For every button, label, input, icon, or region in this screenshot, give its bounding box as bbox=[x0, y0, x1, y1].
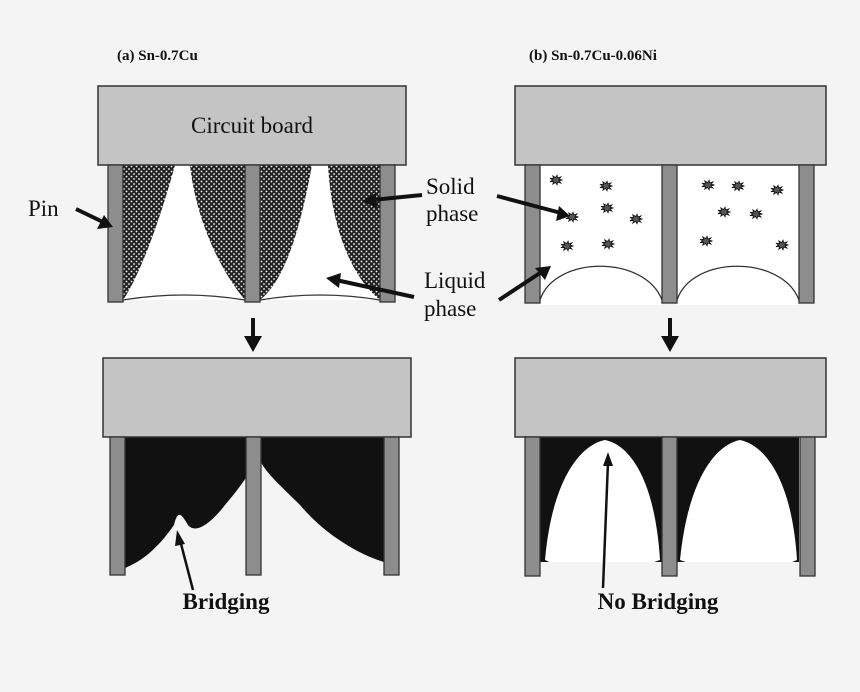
solid-phase-lobe bbox=[190, 165, 245, 300]
pin bbox=[379, 164, 396, 303]
pin bbox=[245, 436, 262, 576]
solid-particle bbox=[717, 206, 731, 218]
pin bbox=[244, 164, 261, 303]
solder-bridge bbox=[125, 437, 384, 568]
solid-particle bbox=[601, 238, 615, 250]
panel-b-bottom bbox=[514, 357, 827, 577]
solid-particle bbox=[629, 213, 643, 225]
liquid-phase-pointer-arrow bbox=[326, 266, 551, 302]
circuit-board-label: Circuit board bbox=[191, 113, 313, 138]
pin bbox=[798, 164, 815, 304]
pin bbox=[799, 436, 816, 577]
solid-particle bbox=[549, 174, 563, 186]
liquid-phase-label-line1: Liquid bbox=[424, 268, 486, 293]
bridging-pointer-arrow bbox=[175, 530, 195, 591]
pin bbox=[661, 436, 678, 577]
no-bridging-pointer-arrow bbox=[601, 452, 613, 589]
circuit-board bbox=[102, 357, 412, 438]
pin bbox=[109, 436, 126, 576]
pin bbox=[524, 436, 541, 577]
bridging-label: Bridging bbox=[183, 589, 270, 614]
solid-particle bbox=[775, 239, 789, 251]
pin bbox=[383, 436, 400, 576]
solid-particle bbox=[565, 211, 579, 223]
liquid-region bbox=[680, 440, 797, 567]
pin-pointer-arrow bbox=[75, 207, 113, 229]
solid-particle bbox=[599, 180, 613, 192]
solid-phase-pointer-arrow bbox=[362, 193, 570, 221]
down-arrow-icon bbox=[661, 318, 679, 352]
panel-b-title: (b) Sn-0.7Cu-0.06Ni bbox=[529, 48, 657, 64]
liquid-phase-label-line2: phase bbox=[424, 296, 476, 321]
solid-particle bbox=[749, 208, 763, 220]
solid-particle bbox=[560, 240, 574, 252]
circuit-board bbox=[514, 357, 827, 438]
solid-phase-particles bbox=[549, 174, 789, 252]
solid-phase-lobe bbox=[123, 165, 175, 300]
solid-phase-label-line2: phase bbox=[426, 201, 478, 226]
pin-label: Pin bbox=[28, 196, 59, 221]
panel-a-title: (a) Sn-0.7Cu bbox=[117, 48, 198, 64]
liquid-region bbox=[545, 440, 660, 567]
panel-a-bottom bbox=[102, 357, 412, 576]
pin bbox=[661, 164, 678, 304]
solid-particle bbox=[600, 202, 614, 214]
no-bridging-label: No Bridging bbox=[598, 589, 719, 614]
pin bbox=[107, 164, 124, 303]
solid-particle bbox=[770, 184, 784, 196]
solid-particle bbox=[701, 179, 715, 191]
circuit-board bbox=[514, 85, 827, 166]
solid-phase-label-line1: Solid bbox=[426, 174, 475, 199]
solid-phase-lobe bbox=[260, 165, 312, 300]
panel-b-top bbox=[514, 85, 827, 305]
solid-particle bbox=[699, 235, 713, 247]
solid-particle bbox=[731, 180, 745, 192]
down-arrow-icon bbox=[244, 318, 262, 352]
